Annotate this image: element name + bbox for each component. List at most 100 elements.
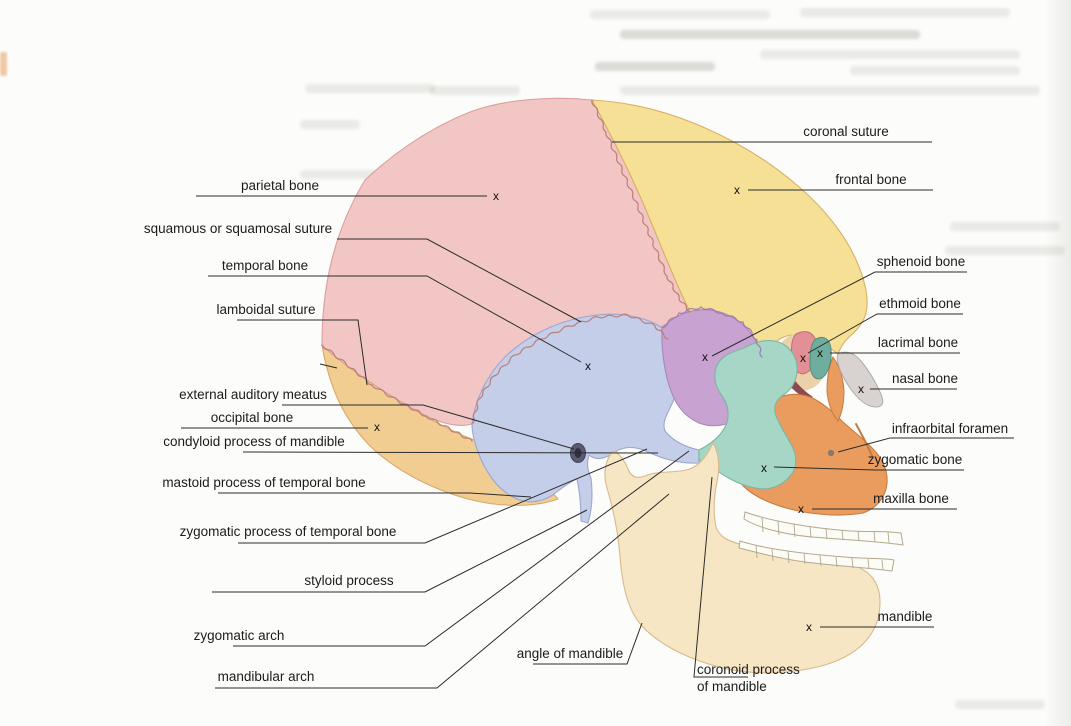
label-angle-of-mandible-leader-line [533, 622, 643, 665]
sphenoid-suture-line [661, 306, 763, 358]
label-lamboidal-suture-leader-line [237, 319, 368, 386]
label-lacrimal-bone: lacrimal bone x [817, 335, 960, 360]
label-zygomatic-arch-leader-line [233, 450, 690, 647]
lamboidal-suture-line [321, 344, 473, 442]
label-mastoid-process-of-temporal-bone-text: mastoid process of temporal bone [162, 475, 365, 490]
label-nasal-bone-x-marker: x [858, 382, 864, 396]
label-lacrimal-bone-x-marker: x [817, 346, 823, 360]
label-angle-of-mandible-text: angle of mandible [517, 646, 624, 661]
label-external-auditory-meatus-leader-line [282, 404, 575, 450]
bone-lacrimal [809, 336, 832, 380]
label-maxilla-bone-text: maxilla bone [873, 491, 949, 506]
bleed-through-smudge [955, 700, 1045, 709]
label-ethmoid-bone: ethmoid bone x [800, 296, 963, 365]
label-mandibular-arch-leader-line [215, 493, 670, 689]
label-ethmoid-bone-leader-line [807, 313, 963, 354]
label-condyloid-process-of-mandible-text: condyloid process of mandible [163, 434, 345, 449]
label-maxilla-bone-x-marker: x [798, 502, 804, 516]
label-coronal-suture: coronal suture [612, 124, 932, 143]
label-condyloid-process-of-mandible: condyloid process of mandible [163, 434, 659, 454]
teeth-separators [755, 516, 890, 571]
label-lamboidal-suture-text: lamboidal suture [216, 302, 315, 317]
bleed-through-smudge [950, 222, 1060, 231]
bleed-through-smudge [590, 10, 770, 19]
label-mandible-text: mandible [878, 609, 933, 624]
nasal-aperture-edge [855, 423, 873, 457]
bleed-through-smudge [850, 66, 1020, 75]
label-infraorbital-foramen: infraorbital foramen [837, 421, 1014, 453]
label-squamosal-suture-text: squamous or squamosal suture [144, 221, 332, 236]
label-zygomatic-arch: zygomatic arch [194, 450, 690, 647]
page-edge-shadow [1045, 0, 1071, 726]
label-external-auditory-meatus: external auditory meatus [179, 387, 575, 450]
label-sphenoid-bone-text: sphenoid bone [877, 254, 966, 269]
label-sphenoid-bone: sphenoid bone x [702, 254, 967, 364]
label-zygomatic-process-of-temporal-bone-leader-line [238, 448, 648, 544]
label-styloid-process: styloid process [212, 509, 588, 593]
label-zygomatic-bone-leader-line [773, 466, 964, 471]
label-squamosal-suture-leader-line [337, 238, 582, 323]
upper-teeth [743, 511, 904, 546]
label-mandible-x-marker: x [806, 620, 812, 634]
label-mandible: mandible x [806, 609, 934, 634]
label-temporal-bone-text: temporal bone [222, 258, 308, 273]
bleed-through-smudge [945, 246, 1065, 255]
bleed-through-smudge [620, 30, 920, 39]
label-coronoid-process-of-mandible-text: coronoid process [697, 662, 800, 677]
label-zygomatic-process-of-temporal-bone: zygomatic process of temporal bone [180, 448, 648, 544]
bleed-through-smudge [300, 120, 360, 129]
label-temporal-bone: temporal bone x [208, 258, 591, 373]
bleed-through-smudge [305, 84, 435, 93]
label-external-auditory-meatus-text: external auditory meatus [179, 387, 327, 402]
label-temporal-bone-leader-line [208, 275, 582, 363]
label-zygomatic-arch-text: zygomatic arch [194, 628, 285, 643]
label-parietal-bone: parietal bone x [196, 178, 499, 203]
label-maxilla-bone: maxilla bone x [798, 491, 957, 516]
bleed-through-smudge [800, 8, 1010, 17]
label-zygomatic-bone-text: zygomatic bone [868, 452, 963, 467]
label-angle-of-mandible: angle of mandible [517, 622, 643, 665]
label-mandibular-arch-text: mandibular arch [218, 669, 315, 684]
label-lamboidal-suture: lamboidal suture [216, 302, 368, 386]
label-mandibular-arch: mandibular arch [215, 493, 670, 689]
lamboidal-suture-tick [319, 363, 338, 369]
label-parietal-bone-x-marker: x [493, 189, 499, 203]
bleed-through-smudge [430, 86, 520, 95]
label-styloid-process-text: styloid process [304, 573, 394, 588]
label-squamosal-suture: squamous or squamosal suture [144, 221, 582, 323]
label-ethmoid-bone-x-marker: x [800, 351, 806, 365]
infraorbital-foramen-opening [827, 449, 835, 457]
page-ink-mark [0, 52, 7, 76]
label-occipital-bone-text: occipital bone [211, 410, 294, 425]
label-lacrimal-bone-text: lacrimal bone [878, 335, 958, 350]
lower-teeth [738, 540, 895, 572]
skull-illustration [319, 97, 904, 674]
label-zygomatic-bone-x-marker: x [761, 461, 767, 475]
label-frontal-bone-text: frontal bone [835, 172, 906, 187]
label-condyloid-process-of-mandible-leader-line [242, 451, 659, 454]
squamosal-suture-line [471, 313, 669, 425]
label-infraorbital-foramen-text: infraorbital foramen [892, 421, 1008, 436]
bleed-through-smudge [760, 50, 1020, 59]
label-parietal-bone-text: parietal bone [241, 178, 319, 193]
maxilla-frontal-process [826, 356, 845, 422]
label-styloid-process-leader-line [212, 509, 588, 593]
bone-zygomatic [698, 339, 798, 490]
label-sphenoid-bone-x-marker: x [702, 350, 708, 364]
label-infraorbital-foramen-leader-line [837, 437, 1014, 453]
label-coronal-suture-text: coronal suture [803, 124, 889, 139]
label-frontal-bone-x-marker: x [734, 183, 740, 197]
label-mastoid-process-of-temporal-bone: mastoid process of temporal bone [162, 475, 532, 498]
label-ethmoid-bone-text: ethmoid bone [879, 296, 961, 311]
coronal-suture-line [591, 99, 691, 313]
bone-nasal [836, 351, 884, 408]
labels-layer: parietal bone x squamous or squamosal sutu… [144, 124, 1014, 694]
label-nasal-bone-text: nasal bone [892, 371, 958, 386]
label-zygomatic-bone: zygomatic bone x [761, 452, 964, 475]
label-occipital-bone-x-marker: x [374, 420, 380, 434]
label-coronoid-process-of-mandible-leader-line [693, 476, 748, 678]
bleed-through-smudge [595, 62, 715, 71]
label-temporal-bone-x-marker: x [585, 359, 591, 373]
label-nasal-bone: nasal bone x [858, 371, 958, 396]
